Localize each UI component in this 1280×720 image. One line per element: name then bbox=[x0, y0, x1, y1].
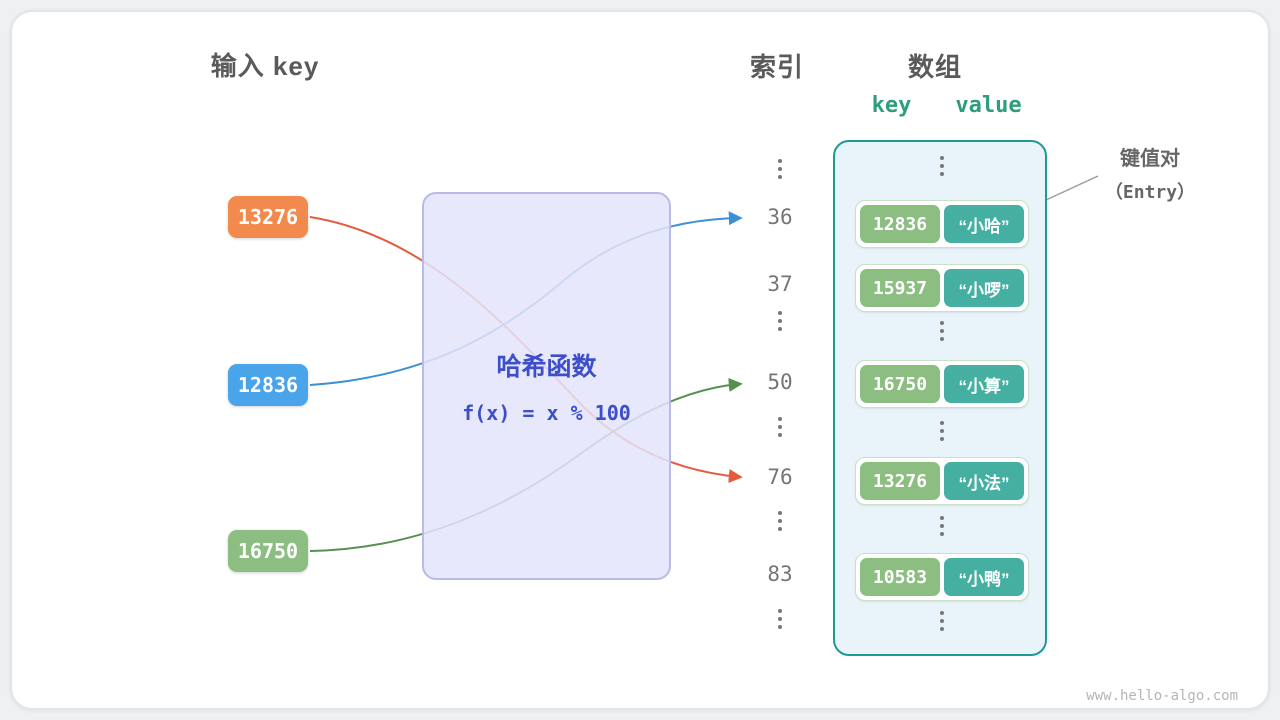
entry-key: 13276 bbox=[860, 462, 940, 500]
array-panel: 12836 “小哈” 15937 “小啰” 16750 “小算” 13276 “… bbox=[833, 140, 1047, 656]
title-input-key: 输入 key bbox=[210, 51, 320, 81]
input-key-12836: 12836 bbox=[228, 364, 308, 406]
entry-row: 10583 “小鸭” bbox=[855, 553, 1029, 601]
ellipsis-icon bbox=[932, 611, 952, 631]
entry-row: 16750 “小算” bbox=[855, 360, 1029, 408]
index-36: 36 bbox=[767, 205, 793, 229]
entry-key: 16750 bbox=[860, 365, 940, 403]
ellipsis-icon bbox=[770, 609, 790, 629]
ellipsis-icon bbox=[770, 511, 790, 531]
entry-row: 12836 “小哈” bbox=[855, 200, 1029, 248]
entry-value: “小鸭” bbox=[944, 558, 1024, 596]
ellipsis-icon bbox=[932, 516, 952, 536]
ellipsis-icon bbox=[770, 311, 790, 331]
entry-row: 13276 “小法” bbox=[855, 457, 1029, 505]
title-index: 索引 bbox=[749, 52, 804, 82]
ellipsis-icon bbox=[932, 321, 952, 341]
input-key-13276: 13276 bbox=[228, 196, 308, 238]
hash-function-title: 哈希函数 bbox=[496, 353, 597, 381]
ellipsis-icon bbox=[932, 156, 952, 176]
index-37: 37 bbox=[767, 272, 793, 296]
annotation-line2: （Entry） bbox=[1104, 182, 1196, 203]
annotation-line1: 键值对 bbox=[1120, 148, 1180, 170]
ellipsis-icon bbox=[770, 417, 790, 437]
watermark: www.hello-algo.com bbox=[1086, 688, 1238, 704]
index-50: 50 bbox=[767, 370, 793, 394]
entry-key: 10583 bbox=[860, 558, 940, 596]
hash-function-box: 哈希函数 f(x) = x % 100 bbox=[422, 192, 671, 580]
value-column-label: value bbox=[955, 93, 1022, 118]
key-column-label: key bbox=[871, 93, 912, 118]
entry-key: 15937 bbox=[860, 269, 940, 307]
entry-row: 15937 “小啰” bbox=[855, 264, 1029, 312]
hash-function-formula: f(x) = x % 100 bbox=[462, 401, 631, 425]
key-value-header: key value bbox=[843, 93, 1037, 118]
entry-annotation: 键值对 （Entry） bbox=[1072, 142, 1228, 204]
ellipsis-icon bbox=[770, 159, 790, 179]
entry-value: “小算” bbox=[944, 365, 1024, 403]
entry-value: “小哈” bbox=[944, 205, 1024, 243]
entry-value: “小法” bbox=[944, 462, 1024, 500]
title-array: 数组 bbox=[907, 52, 962, 82]
index-83: 83 bbox=[767, 562, 793, 586]
entry-value: “小啰” bbox=[944, 269, 1024, 307]
entry-key: 12836 bbox=[860, 205, 940, 243]
ellipsis-icon bbox=[932, 421, 952, 441]
input-key-16750: 16750 bbox=[228, 530, 308, 572]
index-76: 76 bbox=[767, 465, 793, 489]
